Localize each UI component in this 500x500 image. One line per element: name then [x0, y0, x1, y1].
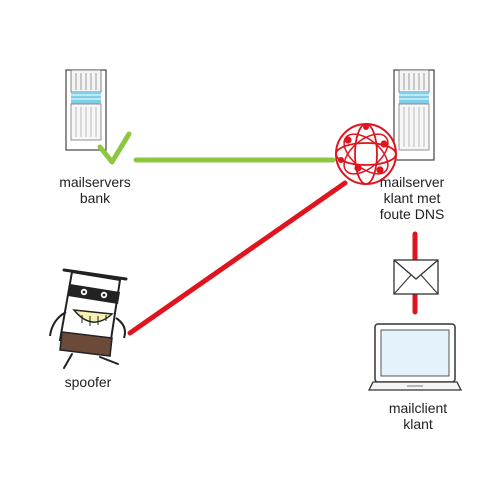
spoofer-label: spoofer: [64, 374, 112, 390]
spoof-connection-line: [127, 180, 348, 336]
burglar-icon: [49, 268, 128, 369]
mail-client-label: mailclient klant: [388, 400, 448, 432]
client-server-icon: [393, 69, 435, 161]
laptop-icon: [367, 323, 463, 391]
envelope-icon: [393, 259, 439, 295]
check-icon: [97, 131, 132, 165]
bank-server-label: mailservers bank: [59, 174, 131, 206]
client-server-label: mailserver klant met foute DNS: [379, 174, 445, 222]
network-globe-icon: [335, 123, 397, 185]
bank-server-icon: [65, 69, 107, 151]
